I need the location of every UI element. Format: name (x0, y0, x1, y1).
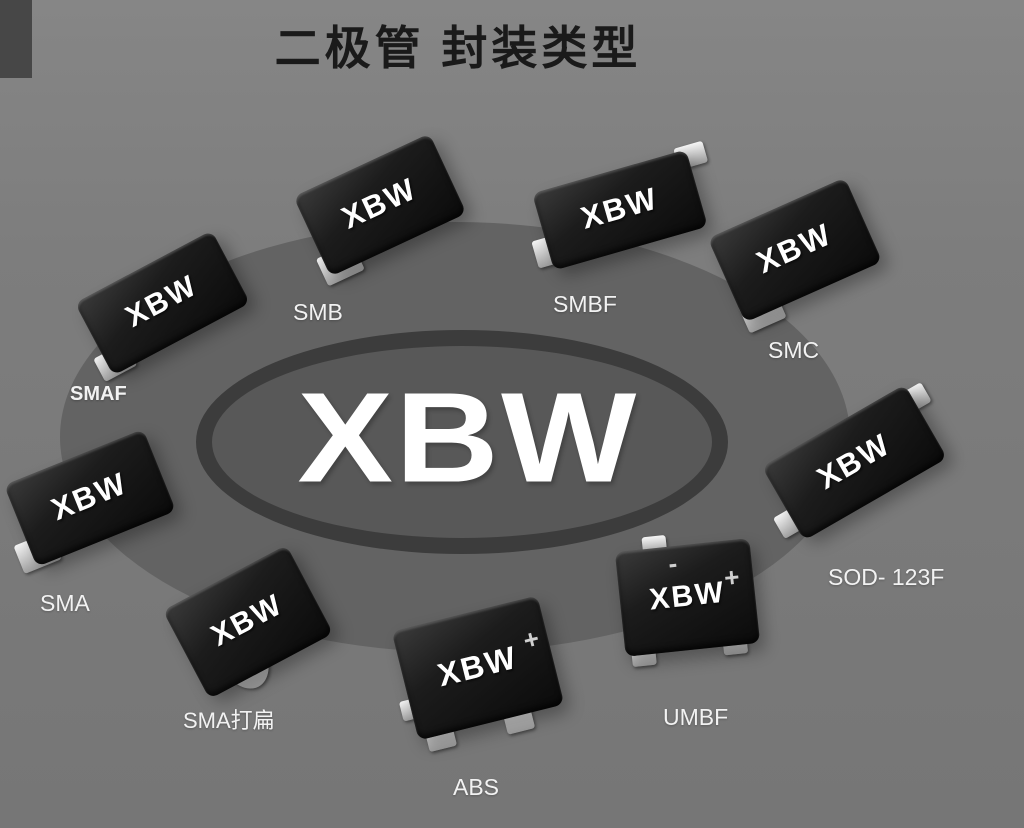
polarity-mark: + (722, 561, 741, 593)
package-label-sod123f: SOD- 123F (828, 564, 945, 590)
package-label-smbf: SMBF (553, 291, 617, 317)
package-label-sma: SMA (40, 590, 90, 616)
center-brand-logo: XBW (297, 366, 639, 510)
package-label-smb: SMB (293, 299, 343, 325)
package-label-abs: ABS (453, 774, 500, 800)
package-umbf: XBW-+ (614, 534, 761, 668)
package-label-smaf: SMAF (70, 383, 127, 405)
package-label-sma-flat: SMA打扁 (183, 708, 275, 733)
page-title: 二极管 封装类型 (274, 22, 642, 74)
package-label-umbf: UMBF (663, 704, 729, 730)
package-label-smc: SMC (768, 337, 820, 363)
corner-shadow (0, 0, 32, 78)
